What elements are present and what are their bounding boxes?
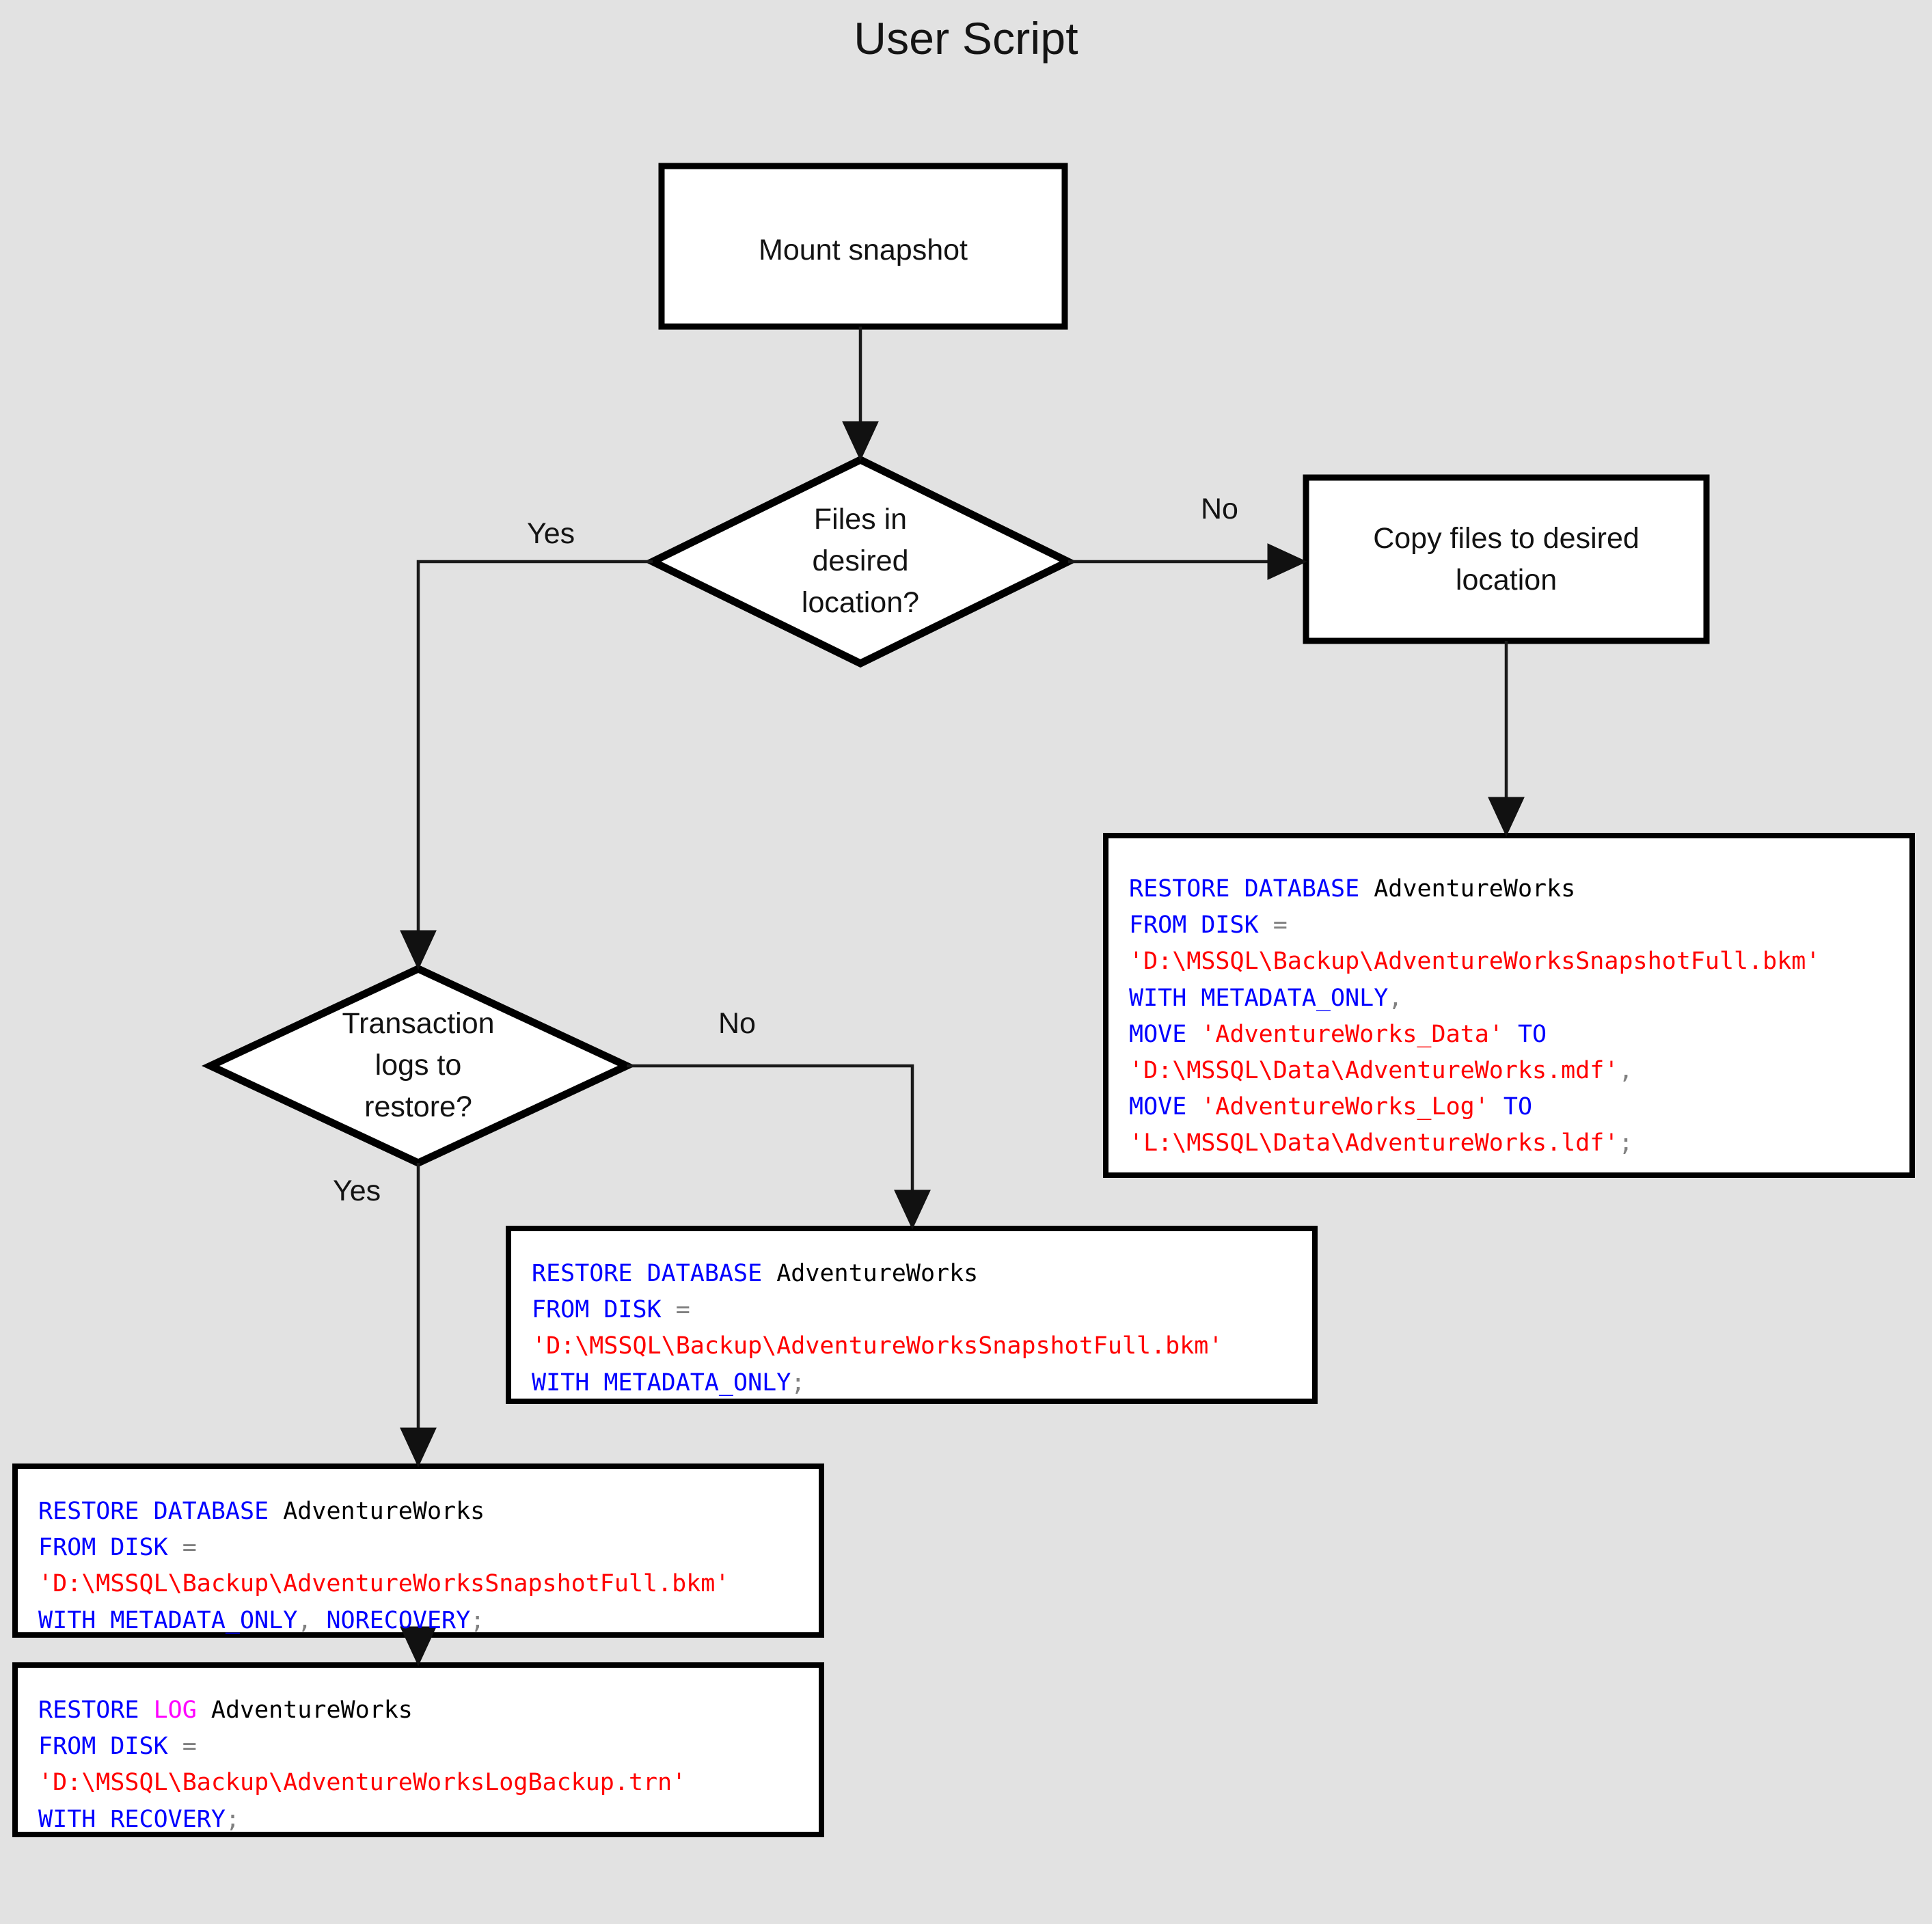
code-block-restore-log-text: RESTORE LOG AdventureWorks FROM DISK = '…: [38, 1696, 687, 1833]
node-files-decision-shape[interactable]: [644, 455, 1077, 668]
edge-logs-no-to-metadata-only: [627, 1064, 931, 1230]
node-mount-snapshot-shape[interactable]: [658, 163, 1068, 330]
code-block-restore-with-move-shape[interactable]: [1103, 833, 1915, 1178]
node-copy-files-shape[interactable]: [1303, 474, 1710, 644]
edge-label-logs-no: No: [718, 1007, 756, 1040]
code-block-restore-log-shape[interactable]: [12, 1662, 824, 1837]
code-block-restore-metadata-only-text: RESTORE DATABASE AdventureWorks FROM DIS…: [532, 1260, 1223, 1397]
edge-label-files-yes: Yes: [527, 517, 575, 550]
edge-label-logs-yes: Yes: [333, 1174, 381, 1207]
page-title: User Script: [854, 13, 1078, 64]
code-block-restore-norecovery-text: RESTORE DATABASE AdventureWorks FROM DIS…: [38, 1498, 730, 1634]
edge-files-yes-to-logs: [400, 560, 653, 970]
node-logs-decision-shape[interactable]: [202, 964, 636, 1168]
edge-label-files-no: No: [1201, 493, 1238, 525]
code-block-restore-with-move-text: RESTORE DATABASE AdventureWorks FROM DIS…: [1129, 875, 1821, 1157]
